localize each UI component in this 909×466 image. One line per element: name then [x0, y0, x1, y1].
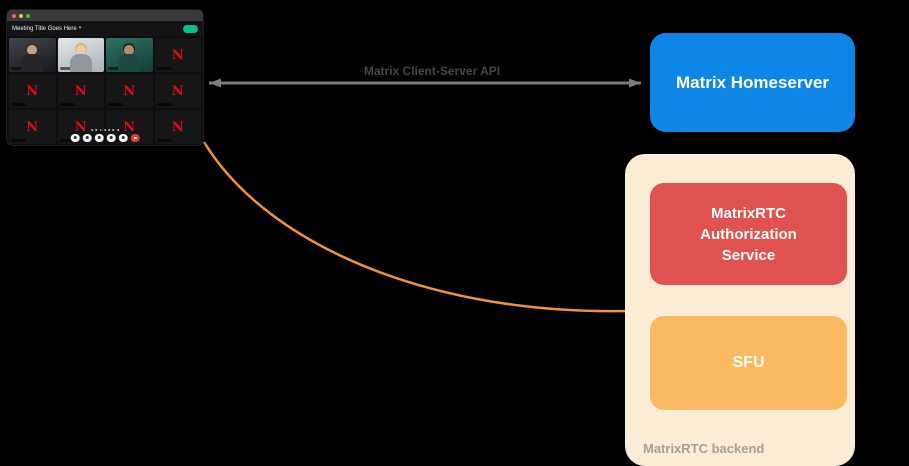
- meeting-title: Meeting Title Goes Here: [12, 25, 77, 32]
- zoom-button[interactable]: [26, 13, 30, 18]
- participant-avatar: [21, 54, 44, 72]
- chevron-down-icon: ▾: [78, 25, 82, 31]
- netflix-n-logo: N: [171, 47, 184, 63]
- call-controls: [70, 133, 140, 142]
- video-tile-netflix: N: [9, 110, 56, 144]
- participant-avatar: [124, 45, 135, 55]
- participant-avatar: [75, 45, 86, 55]
- screenshare-button[interactable]: [94, 133, 104, 142]
- participant-name-pill: [11, 102, 26, 106]
- participant-avatar: [118, 54, 141, 72]
- netflix-n-logo: N: [74, 83, 87, 99]
- minimize-button[interactable]: [19, 13, 23, 18]
- participant-name-pill: [11, 66, 26, 70]
- video-tile-netflix: N: [106, 74, 153, 108]
- client-call-window: Meeting Title Goes Here ▾: [7, 10, 203, 145]
- netflix-n-logo: N: [26, 83, 39, 99]
- video-tile-netflix: N: [154, 38, 201, 72]
- auth-service-label: MatrixRTC Authorization Service: [700, 204, 797, 264]
- participant-name-pill: [156, 138, 172, 142]
- window-titlebar: [7, 10, 203, 21]
- participant-avatar: [69, 54, 92, 72]
- auth-service-box: MatrixRTC Authorization Service: [650, 183, 847, 285]
- participant-name-pill: [108, 138, 123, 142]
- camera-button[interactable]: [82, 133, 92, 142]
- participant-name-pill: [59, 66, 75, 70]
- more-options-button[interactable]: [118, 133, 128, 142]
- participant-name-pill: [156, 66, 172, 70]
- participant-name-pill: [108, 66, 123, 70]
- api-arrow-label: Matrix Client-Server API: [363, 64, 501, 78]
- video-tile-grid: N N N N N N: [9, 38, 201, 144]
- video-tile-netflix: N: [154, 74, 201, 108]
- close-button[interactable]: [12, 13, 16, 18]
- participant-name-pill: [59, 102, 75, 106]
- homeserver-label: Matrix Homeserver: [675, 72, 830, 92]
- call-header: Meeting Title Goes Here ▾: [7, 21, 203, 36]
- hangup-button[interactable]: [130, 133, 140, 142]
- participant-name-pill: [11, 138, 26, 142]
- reaction-button[interactable]: [106, 133, 116, 142]
- video-tile-netflix: N: [154, 110, 201, 144]
- netflix-n-logo: N: [171, 83, 184, 99]
- matrixrtc-backend-container: MatrixRTC Authorization Service SFU Matr…: [625, 154, 855, 466]
- backend-caption: MatrixRTC backend: [643, 441, 765, 456]
- video-tile-participant: [57, 38, 104, 72]
- netflix-n-logo: N: [171, 119, 184, 135]
- client-sfu-curve: [202, 141, 628, 313]
- participant-name-pill: [59, 138, 75, 142]
- video-tile-netflix: N: [9, 74, 56, 108]
- sfu-label: SFU: [732, 354, 765, 371]
- homeserver-box: Matrix Homeserver: [650, 33, 855, 132]
- netflix-n-logo: N: [74, 119, 87, 135]
- netflix-n-logo: N: [123, 119, 136, 135]
- sfu-box: SFU: [650, 316, 847, 410]
- netflix-n-logo: N: [123, 83, 136, 99]
- participant-name-pill: [108, 102, 123, 106]
- participant-avatar: [27, 45, 38, 55]
- video-tile-netflix: N: [57, 74, 104, 108]
- pagination-dots: [91, 129, 119, 131]
- video-tile-participant: [106, 38, 153, 72]
- invite-button[interactable]: [183, 24, 198, 33]
- video-tile-participant: [9, 38, 56, 72]
- mic-button[interactable]: [70, 133, 80, 142]
- netflix-n-logo: N: [26, 119, 39, 135]
- participant-name-pill: [156, 102, 172, 106]
